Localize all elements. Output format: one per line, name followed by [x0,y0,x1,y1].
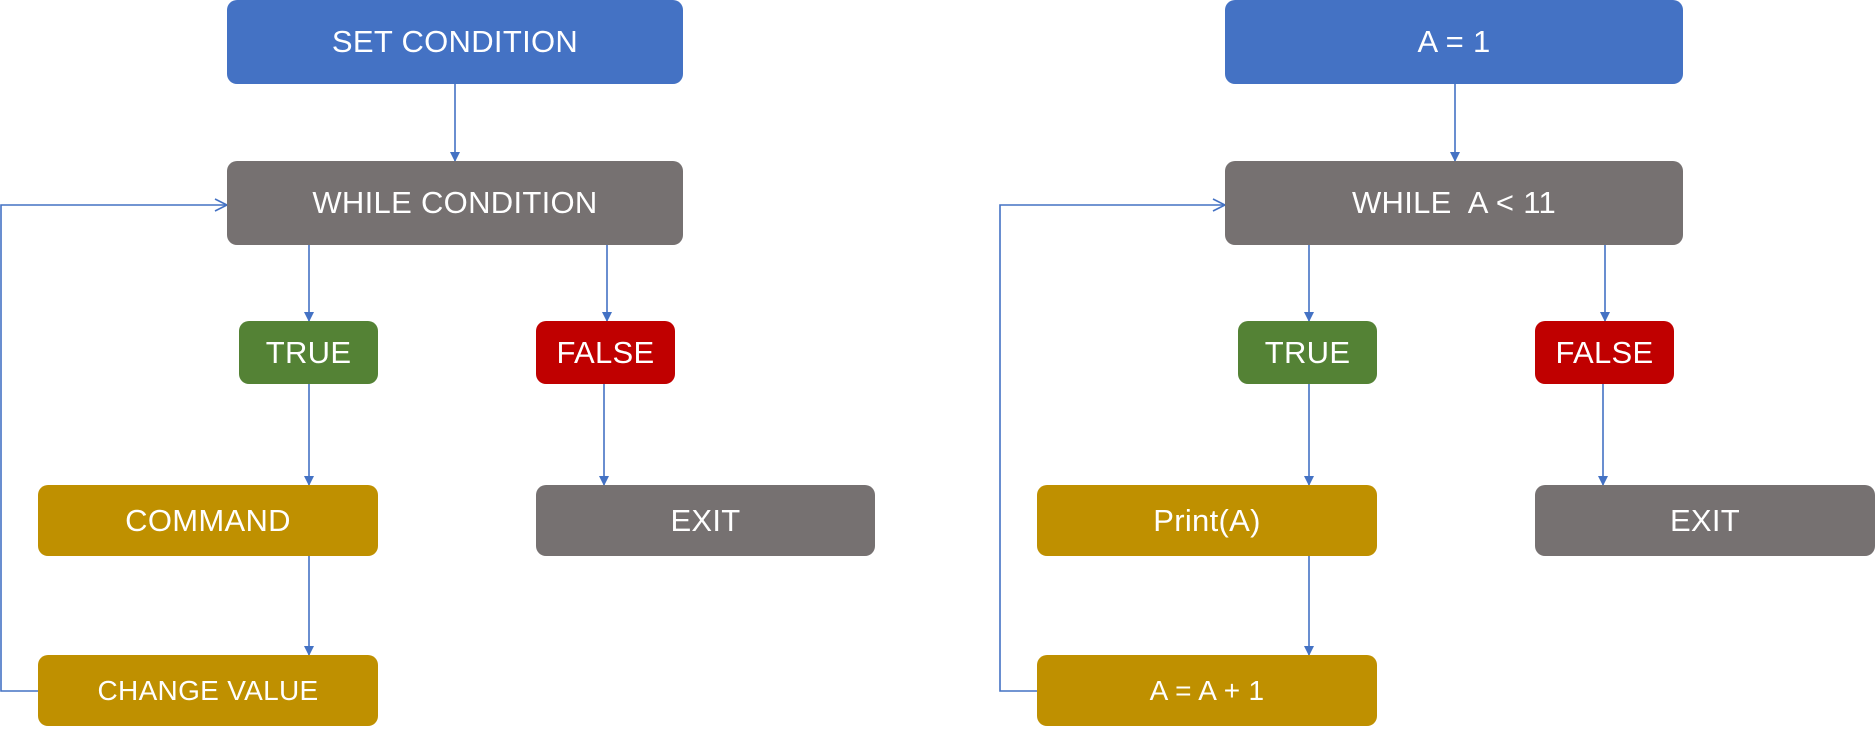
left-true-box: TRUE [239,321,378,384]
right-set-condition-label: A = 1 [1417,24,1491,59]
left-change-value-label: CHANGE VALUE [97,674,319,706]
left-change-value-box: CHANGE VALUE [38,655,378,726]
right-increment-box: A = A + 1 [1037,655,1377,726]
left-command-label: COMMAND [125,502,291,538]
right-false-label: FALSE [1555,334,1654,370]
right-while-condition-box: WHILE A < 11 [1225,161,1683,245]
left-while-condition-box: WHILE CONDITION [227,161,683,245]
right-true-box: TRUE [1238,321,1377,384]
right-print-box: Print(A) [1037,485,1377,556]
right-print-label: Print(A) [1153,502,1261,538]
left-command-box: COMMAND [38,485,378,556]
left-true-label: TRUE [265,334,352,370]
right-false-box: FALSE [1535,321,1674,384]
left-false-label: FALSE [556,334,655,370]
left-loop-back-arrow [0,205,227,692]
right-exit-box: EXIT [1535,485,1875,556]
right-true-label: TRUE [1264,334,1351,370]
right-set-condition-box: A = 1 [1225,0,1683,84]
left-exit-label: EXIT [670,502,741,538]
left-exit-box: EXIT [536,485,875,556]
right-exit-label: EXIT [1669,502,1741,538]
left-set-condition-box: SET CONDITION [227,0,683,84]
right-loop-back-arrow [999,205,1225,692]
left-set-condition-label: SET CONDITION [331,24,579,59]
left-while-condition-label: WHILE CONDITION [312,185,598,220]
right-increment-label: A = A + 1 [1149,674,1265,706]
left-false-box: FALSE [536,321,675,384]
right-while-condition-label: WHILE A < 11 [1351,185,1557,220]
